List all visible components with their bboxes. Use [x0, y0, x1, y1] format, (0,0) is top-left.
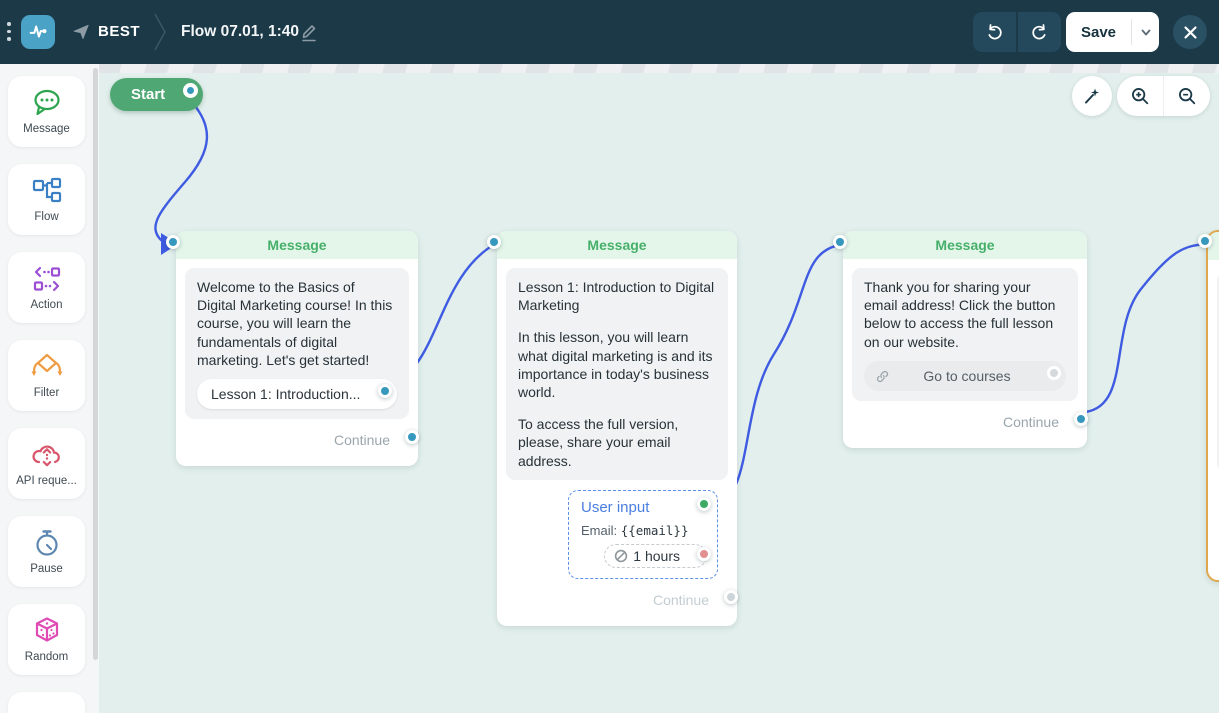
palette-item-message[interactable]: Message [8, 76, 85, 147]
node-header [1208, 232, 1219, 260]
palette-label: Random [24, 651, 69, 663]
palette-item-pause[interactable]: Pause [8, 516, 85, 587]
message-bubble-icon [33, 89, 60, 116]
action-icon [33, 266, 60, 292]
email-variable: {{email}} [620, 522, 689, 538]
continue-row: Continue [185, 419, 419, 462]
message-text: In this lesson, you will learn what digi… [518, 329, 713, 400]
history-controls [973, 12, 1061, 52]
user-input-field: Email: {{email}} [581, 522, 689, 538]
close-button[interactable] [1173, 15, 1207, 49]
message-node-1[interactable]: Message Welcome to the Basics of Digital… [166, 231, 419, 466]
palette-label: Message [23, 123, 70, 135]
node1-continue-port[interactable] [405, 429, 419, 444]
message-node-2[interactable]: Message Lesson 1: Introduction to Digita… [487, 231, 738, 626]
undo-button[interactable] [973, 12, 1016, 52]
start-output-port[interactable] [183, 83, 198, 98]
user-input-block[interactable]: User input Email: {{email}} 1 hours [568, 489, 718, 579]
flow-icon [32, 177, 61, 203]
lesson-button-output-port[interactable] [378, 383, 392, 398]
start-node[interactable]: Start [110, 78, 203, 111]
courses-button-port[interactable] [1047, 365, 1061, 380]
node-header: Message [497, 231, 737, 259]
continue-row: Continue [506, 579, 738, 622]
sidebar-scrollbar[interactable] [93, 68, 98, 660]
bot-name[interactable]: BEST [98, 23, 141, 40]
user-input-timeout-port[interactable] [697, 546, 711, 561]
canvas-top-boundary [99, 64, 1219, 73]
message-text: Welcome to the Basics of Digital Marketi… [197, 279, 393, 368]
telegram-plane-icon [72, 23, 91, 46]
palette-item-random[interactable]: Random [8, 604, 85, 675]
user-input-success-port[interactable] [697, 496, 711, 511]
continue-row: Continue [852, 401, 1088, 444]
palette-label: Pause [30, 563, 63, 575]
node-header: Message [176, 231, 418, 259]
timeout-chip[interactable]: 1 hours [604, 543, 707, 568]
redo-button[interactable] [1018, 12, 1061, 52]
history-divider [1016, 12, 1018, 52]
zoom-in-button[interactable] [1117, 76, 1163, 116]
node3-input-port[interactable] [833, 235, 847, 249]
message-node-3[interactable]: Message Thank you for sharing your email… [833, 231, 1088, 448]
auto-arrange-button[interactable] [1072, 76, 1112, 116]
zoom-out-icon [1178, 87, 1196, 105]
random-dice-icon [35, 617, 58, 642]
node4-input-port[interactable] [1198, 234, 1212, 248]
message-text: Thank you for sharing your email address… [864, 279, 1056, 350]
user-input-title: User input [581, 498, 650, 516]
app-logo[interactable] [21, 15, 55, 49]
lesson-button[interactable]: Lesson 1: Introduction... [197, 378, 397, 409]
node1-input-port[interactable] [166, 235, 180, 249]
node3-continue-port[interactable] [1074, 411, 1088, 426]
save-divider [1131, 19, 1132, 45]
palette-label: Filter [33, 387, 60, 399]
breadcrumb-separator [152, 10, 168, 59]
palette-item-api-request[interactable]: API reque... [8, 428, 85, 499]
zoom-out-button[interactable] [1164, 76, 1210, 116]
selected-node-partial[interactable] [1206, 230, 1219, 582]
no-reply-icon [615, 549, 628, 562]
palette-label: API reque... [16, 475, 77, 487]
go-to-courses-button[interactable]: Go to courses [864, 360, 1066, 391]
node2-continue-port[interactable] [724, 589, 738, 604]
node2-input-port[interactable] [487, 235, 501, 249]
edit-title-icon[interactable] [300, 22, 318, 47]
zoom-in-icon [1131, 87, 1149, 105]
kebab-menu-icon[interactable] [7, 22, 11, 41]
flow-canvas[interactable]: Start Message Welcome to the Basics of D… [99, 64, 1219, 713]
message-text: To access the full version, please, shar… [518, 416, 679, 469]
palette-item-partial[interactable] [8, 692, 85, 713]
palette-item-filter[interactable]: Filter [8, 340, 85, 411]
palette-label: Flow [34, 211, 59, 223]
zoom-controls [1117, 76, 1210, 116]
pause-clock-icon [35, 530, 58, 556]
flow-title[interactable]: Flow 07.01, 1:40 [181, 23, 300, 40]
chevron-down-icon [1141, 29, 1150, 35]
magic-wand-icon [1085, 88, 1099, 104]
palette-item-flow[interactable]: Flow [8, 164, 85, 235]
zoom-divider [1163, 76, 1164, 116]
message-text: Lesson 1: Introduction to Digital Market… [518, 279, 715, 314]
api-request-cloud-icon [31, 445, 60, 467]
start-label: Start [131, 86, 166, 103]
close-icon [1183, 25, 1197, 39]
filter-icon [31, 353, 62, 376]
node-header: Message [843, 231, 1087, 259]
link-icon [876, 370, 889, 382]
save-split-button: Save [1066, 12, 1159, 52]
pulse-icon [29, 25, 47, 38]
save-dropdown-button[interactable] [1132, 12, 1159, 52]
node-palette: Message Flow Action Filter [0, 64, 99, 713]
node-body-box [1217, 272, 1219, 472]
top-bar: BEST Flow 07.01, 1:40 Save [0, 0, 1219, 64]
palette-label: Action [30, 299, 63, 311]
save-button[interactable]: Save [1080, 23, 1117, 41]
palette-item-action[interactable]: Action [8, 252, 85, 323]
